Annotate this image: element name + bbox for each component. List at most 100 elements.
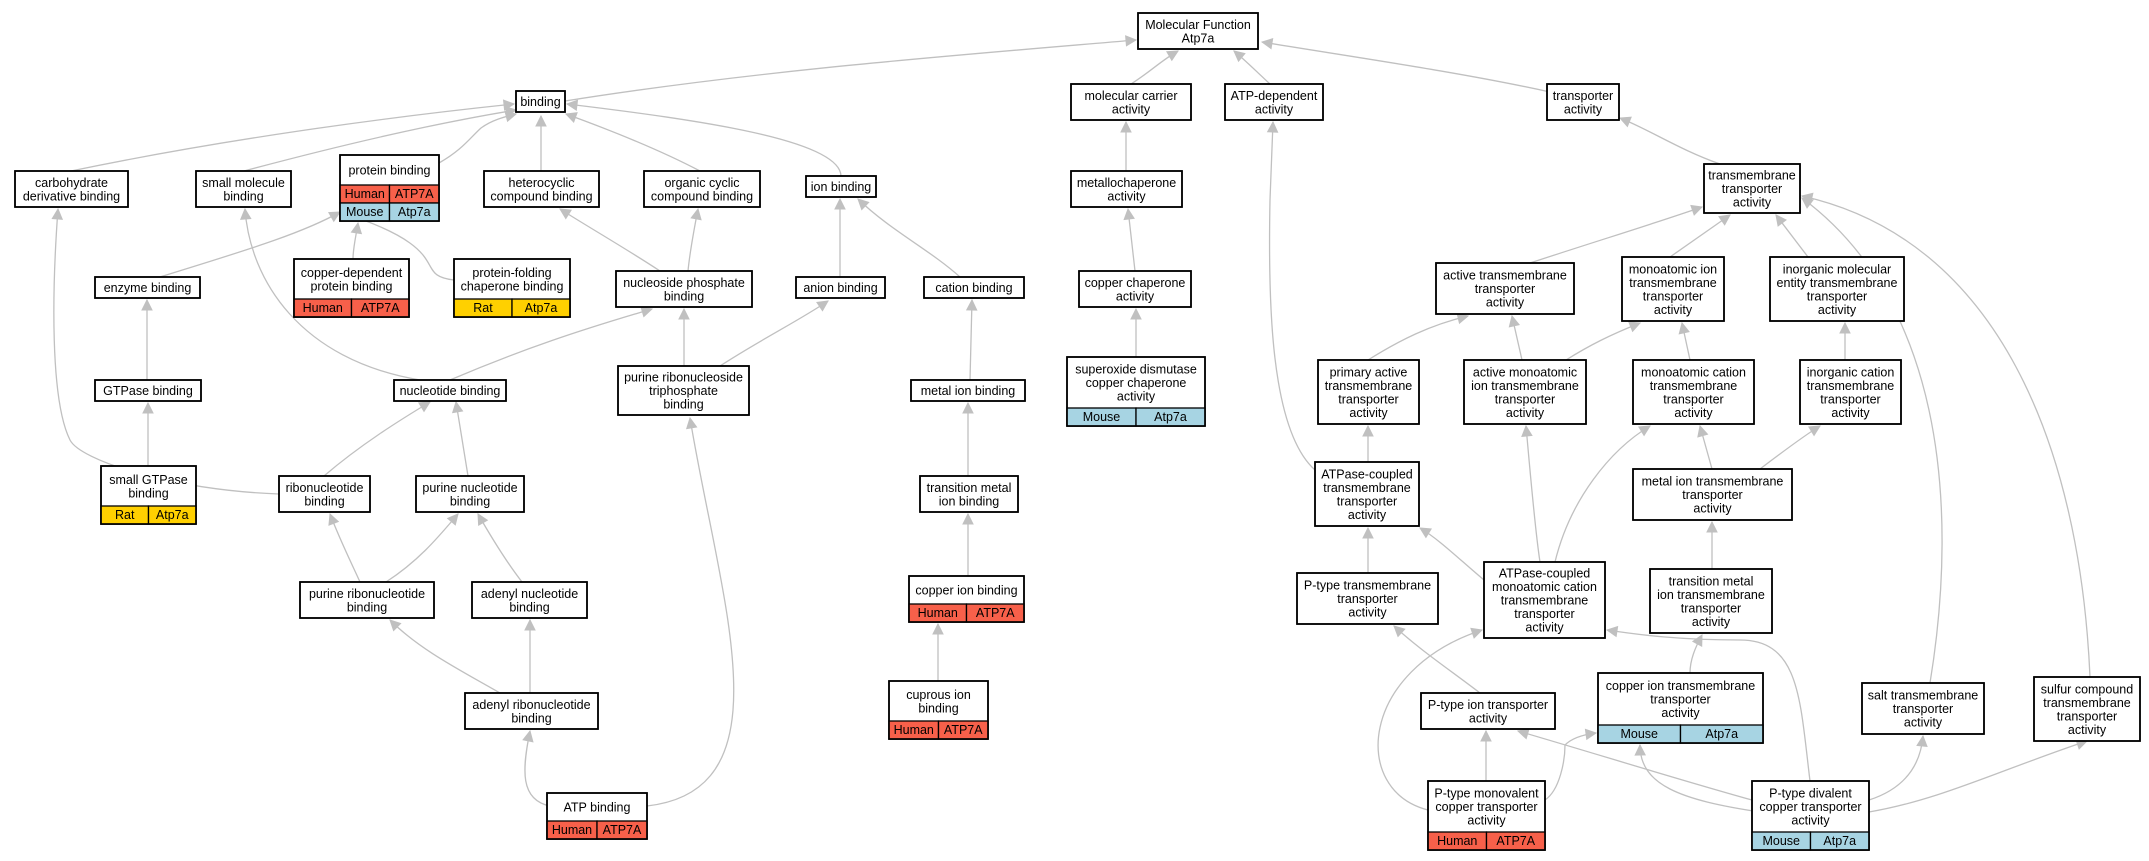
go-term-node-enzyme[interactable]: enzyme binding bbox=[94, 276, 201, 299]
node-label-line: transporter bbox=[1681, 601, 1741, 615]
go-term-node-monocation[interactable]: monoatomic cationtransmembranetransporte… bbox=[1632, 359, 1755, 425]
go-term-node-sulfurtm[interactable]: sulfur compoundtransmembranetransportera… bbox=[2033, 676, 2141, 742]
go-term-node-cation[interactable]: cation binding bbox=[923, 276, 1025, 299]
node-label-line: activity bbox=[1112, 102, 1151, 116]
go-term-node-monoion[interactable]: monoatomic iontransmembranetransporterac… bbox=[1621, 256, 1725, 322]
arrowhead-icon bbox=[350, 221, 363, 235]
node-border bbox=[339, 154, 440, 222]
node-label-line: binding bbox=[304, 494, 344, 508]
arrowhead-icon bbox=[1628, 321, 1642, 333]
go-term-node-anion[interactable]: anion binding bbox=[795, 276, 886, 299]
go-term-node-coppertm[interactable]: copper ion transmembranetransporteractiv… bbox=[1597, 672, 1764, 744]
go-term-node-ion[interactable]: ion binding bbox=[805, 175, 877, 198]
node-label-line: ion transmembrane bbox=[1471, 379, 1579, 393]
edge-ptypediv-to-sulfurtm bbox=[1868, 738, 2089, 813]
edge-sod-to-cuchap bbox=[1130, 307, 1142, 357]
arrowhead-icon bbox=[678, 307, 690, 320]
arrowhead-icon bbox=[1605, 625, 1619, 638]
gene-label: ATP7A bbox=[1496, 834, 1535, 848]
edge-line bbox=[1669, 214, 1731, 258]
node-border bbox=[1632, 359, 1755, 425]
node-label-line: activity bbox=[1486, 296, 1525, 310]
node-label-line: transporter bbox=[1807, 289, 1867, 303]
node-border bbox=[1427, 780, 1546, 851]
node-label-line: adenyl ribonucleotide bbox=[472, 698, 590, 712]
edge-line bbox=[857, 198, 961, 278]
edge-metaliontm-to-inorgcation bbox=[1759, 425, 1821, 470]
go-term-node-atpasecoupled[interactable]: ATPase-coupledtransmembranetransporterac… bbox=[1314, 461, 1420, 527]
go-term-node-inorgcation[interactable]: inorganic cationtransmembranetransporter… bbox=[1799, 359, 1902, 425]
arrowhead-icon bbox=[1480, 729, 1492, 742]
arrowhead-icon bbox=[1775, 214, 1787, 227]
node-label-line: active monoatomic bbox=[1473, 365, 1577, 379]
node-border bbox=[1703, 163, 1801, 214]
arrowhead-icon bbox=[1166, 50, 1179, 62]
edge-line bbox=[1377, 629, 1483, 811]
edge-line bbox=[1639, 744, 1761, 813]
edge-heterocyclic-to-binding bbox=[535, 114, 547, 171]
species-label: Rat bbox=[115, 508, 135, 522]
node-box bbox=[1649, 568, 1773, 634]
node-border bbox=[94, 379, 202, 402]
node-border bbox=[100, 465, 197, 525]
species-label: Human bbox=[918, 606, 958, 620]
node-label-line: nucleoside phosphate bbox=[623, 276, 745, 290]
edge-line bbox=[566, 103, 842, 177]
go-term-node-gtpase[interactable]: GTPase binding bbox=[94, 379, 202, 402]
arrowhead-icon bbox=[962, 401, 974, 414]
node-label-line: ion transmembrane bbox=[1657, 588, 1765, 602]
go-term-node-metaliontm[interactable]: metal ion transmembranetransporteractivi… bbox=[1632, 468, 1793, 521]
arrowhead-icon bbox=[565, 99, 579, 112]
node-label-line: activity bbox=[1693, 502, 1732, 516]
edge-line bbox=[524, 730, 551, 807]
arrowhead-icon bbox=[962, 512, 974, 525]
go-term-node-primaryactive[interactable]: primary activetransmembranetransporterac… bbox=[1317, 359, 1420, 425]
go-term-node-metalion[interactable]: metal ion binding bbox=[910, 379, 1026, 402]
edge-line bbox=[565, 113, 701, 172]
edge-cuprous-to-copperion bbox=[932, 622, 944, 681]
node-label-line: P-type ion transporter bbox=[1428, 698, 1548, 712]
go-term-node-binding[interactable]: binding bbox=[515, 90, 566, 113]
edge-tmtransporter-to-transporter bbox=[1618, 116, 1721, 165]
edge-line bbox=[1759, 425, 1821, 470]
go-term-node-nucleotide[interactable]: nucleotide binding bbox=[393, 379, 507, 402]
